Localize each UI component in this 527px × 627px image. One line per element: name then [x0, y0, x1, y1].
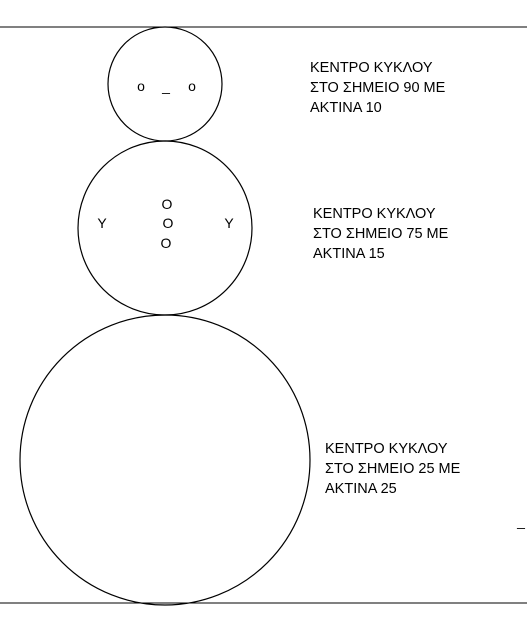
body-label-line-2: ΣΤΟ ΣΗΜΕΙΟ 75 ΜΕ — [313, 226, 449, 242]
button-top: O — [162, 196, 173, 212]
right-eye: o — [188, 78, 196, 94]
head-label-line-3: ΑΚΤΙΝΑ 10 — [310, 100, 382, 116]
left-eye: o — [137, 78, 145, 94]
body-label: ΚΕΝΤΡΟ ΚΥΚΛΟΥ ΣΤΟ ΣΗΜΕΙΟ 75 ΜΕ ΑΚΤΙΝΑ 15 — [313, 204, 448, 264]
left-arm: Y — [97, 215, 107, 231]
head-label-line-2: ΣΤΟ ΣΗΜΕΙΟ 90 ΜΕ — [310, 80, 446, 96]
base-circle — [19, 314, 311, 606]
body-label-line-3: ΑΚΤΙΝΑ 15 — [313, 246, 385, 262]
body-label-line-1: ΚΕΝΤΡΟ ΚΥΚΛΟΥ — [313, 206, 436, 222]
head-label: ΚΕΝΤΡΟ ΚΥΚΛΟΥ ΣΤΟ ΣΗΜΕΙΟ 90 ΜΕ ΑΚΤΙΝΑ 10 — [310, 58, 445, 118]
base-label: ΚΕΝΤΡΟ ΚΥΚΛΟΥ ΣΤΟ ΣΗΜΕΙΟ 25 ΜΕ ΑΚΤΙΝΑ 25 — [325, 439, 460, 499]
right-arm: Y — [224, 215, 234, 231]
head-label-line-1: ΚΕΝΤΡΟ ΚΥΚΛΟΥ — [310, 60, 433, 76]
mouth: _ — [161, 78, 170, 94]
button-middle: O — [163, 215, 174, 231]
base-label-line-1: ΚΕΝΤΡΟ ΚΥΚΛΟΥ — [325, 441, 448, 457]
base-label-line-2: ΣΤΟ ΣΗΜΕΙΟ 25 ΜΕ — [325, 461, 461, 477]
base-label-line-3: ΑΚΤΙΝΑ 25 — [325, 481, 397, 497]
button-bottom: O — [161, 235, 172, 251]
edge-mark: _ — [516, 513, 525, 529]
